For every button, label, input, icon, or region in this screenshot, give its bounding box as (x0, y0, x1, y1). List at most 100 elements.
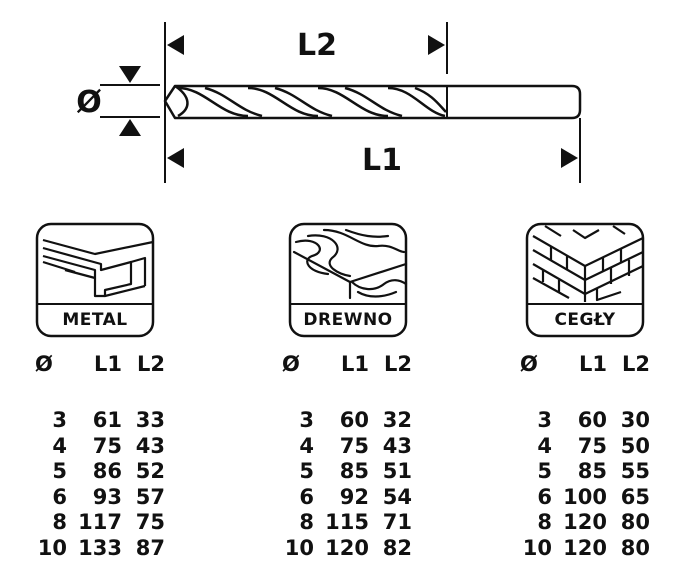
l1-cell: 133 (78, 535, 122, 560)
l1-cell: 115 (325, 510, 369, 535)
diameter-header: Ø (520, 352, 538, 376)
table-row: 4 75 43 (35, 434, 175, 460)
steel-i-beam-icon (35, 222, 155, 338)
l1-cell: 75 (92, 433, 122, 458)
diameter-symbol: Ø (76, 85, 102, 120)
l1-cell: 61 (92, 408, 122, 432)
diameter-cell: 6 (52, 484, 67, 509)
l2-label: L2 (297, 28, 337, 63)
wood-card: DREWNO (288, 222, 408, 338)
drill-dimension-diagram: L2 L1 Ø (76, 22, 582, 183)
l2-left-arrow (167, 35, 184, 55)
l2-cell: 57 (135, 484, 165, 509)
diameter-cell: 4 (52, 433, 67, 458)
l2-cell: 52 (135, 459, 165, 484)
diameter-cell: 3 (299, 408, 314, 432)
l2-header: L2 (622, 352, 650, 376)
table-row: 8 115 71 (282, 510, 422, 536)
table-row: 10 133 87 (35, 536, 175, 562)
l2-cell: 80 (620, 510, 650, 535)
drill-bit (163, 84, 582, 120)
l1-label: L1 (362, 143, 402, 178)
l2-cell: 33 (135, 408, 165, 432)
l2-cell: 87 (135, 535, 165, 560)
l2-cell: 32 (382, 408, 412, 432)
table-row: 8 117 75 (35, 510, 175, 536)
l2-header: L2 (384, 352, 412, 376)
drill-tip-cut (174, 84, 189, 118)
l1-cell: 86 (92, 459, 122, 484)
table-header: Ø L1 L2 (282, 352, 422, 408)
table-header: Ø L1 L2 (520, 352, 660, 408)
wood-label: DREWNO (303, 310, 393, 330)
diameter-cell: 4 (537, 433, 552, 458)
diameter-header: Ø (35, 352, 53, 376)
l1-left-arrow (167, 148, 184, 168)
brick-card: CEGŁY (525, 222, 645, 338)
l1-cell: 75 (339, 433, 369, 458)
l2-header: L2 (137, 352, 165, 376)
diameter-cell: 5 (537, 459, 552, 484)
table-row: 5 86 52 (35, 459, 175, 485)
diameter-header: Ø (282, 352, 300, 376)
l2-cell: 43 (382, 433, 412, 458)
l2-cell: 55 (620, 459, 650, 484)
l1-cell: 60 (339, 408, 369, 432)
diameter-cell: 8 (52, 510, 67, 535)
drill-flute-1 (177, 86, 263, 118)
table-row: 4 75 43 (282, 434, 422, 460)
table-row: 6 100 65 (520, 485, 660, 511)
table-row: 8 120 80 (520, 510, 660, 536)
l2-cell: 54 (382, 484, 412, 509)
diameter-cell: 10 (522, 535, 552, 560)
metal-spec-table: Ø L1 L2 3 61 33 4 75 43 5 86 52 6 93 57 8 117 75 1… (35, 352, 175, 562)
diameter-bottom-arrow (119, 119, 141, 136)
drill-flute-3 (317, 86, 403, 118)
l1-right-arrow (561, 148, 578, 168)
l1-cell: 120 (563, 535, 607, 560)
wood-plank-icon (288, 222, 408, 338)
metal-label: METAL (62, 310, 128, 330)
l1-cell: 120 (563, 510, 607, 535)
diameter-cell: 4 (299, 433, 314, 458)
diameter-cell: 3 (537, 408, 552, 432)
drill-flute-4 (387, 86, 447, 118)
l1-cell: 120 (325, 535, 369, 560)
table-header: Ø L1 L2 (35, 352, 175, 408)
l1-cell: 100 (563, 484, 607, 509)
table-row: 3 60 32 (282, 408, 422, 434)
diameter-cell: 6 (299, 484, 314, 509)
table-row: 6 93 57 (35, 485, 175, 511)
l2-right-arrow (428, 35, 445, 55)
l1-header: L1 (579, 352, 607, 376)
l2-cell: 75 (135, 510, 165, 535)
diameter-cell: 8 (537, 510, 552, 535)
diameter-cell: 10 (37, 535, 67, 560)
table-row: 3 61 33 (35, 408, 175, 434)
diameter-cell: 3 (52, 408, 67, 432)
l1-header: L1 (341, 352, 369, 376)
l1-cell: 117 (78, 510, 122, 535)
diameter-top-arrow (119, 66, 141, 83)
brick-wall-icon (525, 222, 645, 338)
l1-header: L1 (94, 352, 122, 376)
diameter-cell: 8 (299, 510, 314, 535)
brick-label: CEGŁY (554, 310, 616, 330)
l2-cell: 65 (620, 484, 650, 509)
diameter-cell: 6 (537, 484, 552, 509)
l2-cell: 71 (382, 510, 412, 535)
drill-flute-2 (247, 86, 333, 118)
l1-cell: 93 (92, 484, 122, 509)
l2-cell: 50 (620, 433, 650, 458)
l2-cell: 82 (382, 535, 412, 560)
l2-cell: 43 (135, 433, 165, 458)
diameter-cell: 5 (52, 459, 67, 484)
